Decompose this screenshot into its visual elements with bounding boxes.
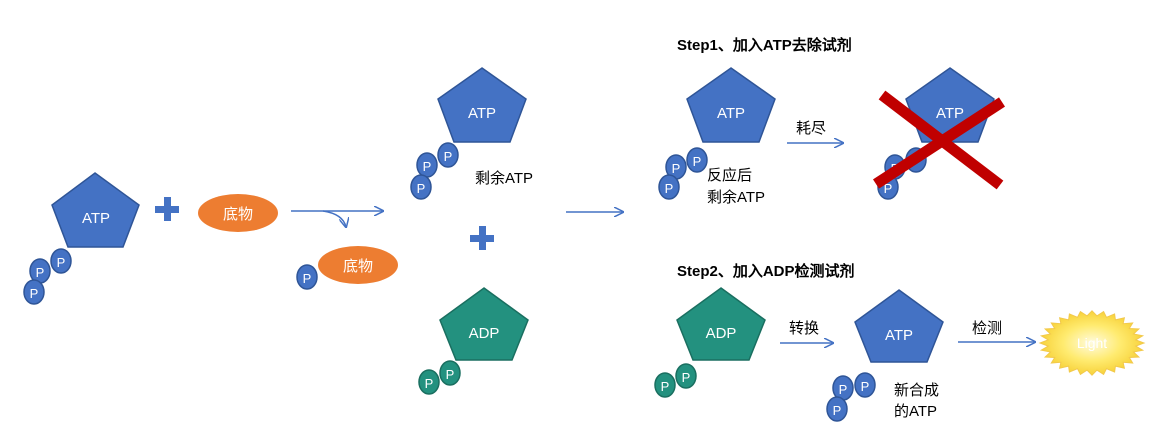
phosphate-chain: P P P (23, 248, 72, 305)
atp-pentagon (437, 67, 527, 143)
light-label: Light (1077, 335, 1107, 351)
phosphate (658, 174, 680, 200)
phosphate (675, 363, 697, 389)
remaining-atp-label: 剩余ATP (475, 169, 533, 187)
phosphate (686, 147, 708, 173)
phosphate-label: P (693, 154, 702, 169)
new-atp-label: 的ATP (894, 403, 937, 420)
phosphate-label: P (417, 181, 426, 196)
phosphate-label: P (30, 286, 39, 301)
phosphate (439, 360, 461, 386)
phosphate (23, 279, 45, 305)
atp-label: ATP (936, 105, 964, 122)
phosphate (296, 264, 318, 290)
convert-label: 转换 (789, 320, 819, 337)
phosphate (826, 396, 848, 422)
phosphate-label: P (446, 367, 455, 382)
step1-atp-molecule: ATP P P P (658, 67, 776, 200)
phosphate (437, 142, 459, 168)
phosphate-label: P (839, 382, 848, 397)
after-reaction-label: 剩余ATP (707, 188, 765, 206)
phosphate-label: P (425, 376, 434, 391)
step2-adp-molecule: ADP P P (654, 287, 766, 398)
atp-pentagon (686, 67, 776, 143)
initial-atp-molecule: ATP P P P (23, 172, 140, 305)
atp-label: ATP (82, 210, 110, 227)
atp-pentagon (51, 172, 140, 248)
phosphate-label: P (661, 379, 670, 394)
remaining-atp-molecule: ATP P P P (410, 67, 527, 200)
step2-title: Step2、加入ADP检测试剂 (677, 262, 855, 280)
phosphate-label: P (665, 181, 674, 196)
adp-pentagon (439, 287, 529, 361)
new-atp-molecule: ATP P P P (826, 289, 944, 422)
plus-icon (155, 197, 179, 221)
phosphate-label: P (672, 161, 681, 176)
phosphate-label: P (36, 265, 45, 280)
new-atp-label: 新合成 (894, 382, 939, 399)
phosphate-label: P (57, 255, 66, 270)
phosphate-label: P (884, 181, 893, 196)
adp-label: ADP (469, 325, 500, 342)
phosphate (410, 174, 432, 200)
adp-label: ADP (706, 325, 737, 342)
phosphate-label: P (682, 370, 691, 385)
atp-pentagon (854, 289, 944, 363)
phosphate-label: P (861, 379, 870, 394)
curved-arrow-icon (322, 210, 346, 227)
step1-title: Step1、加入ATP去除试剂 (677, 36, 852, 54)
atp-label: ATP (468, 105, 496, 122)
phosphate-label: P (423, 159, 432, 174)
after-reaction-label: 反应后 (707, 166, 752, 184)
phospho-substrate: 底物 P (296, 246, 398, 290)
light-burst-icon: Light (1038, 310, 1146, 376)
phosphate-label: P (444, 149, 453, 164)
atp-label: ATP (717, 105, 745, 122)
cross-icon (872, 90, 1006, 190)
phosphate-label: P (303, 271, 312, 286)
adp-molecule: ADP P P (418, 287, 529, 395)
phosphate-label: P (833, 403, 842, 418)
phosphate (418, 369, 440, 395)
consumed-label: 耗尽 (796, 120, 826, 137)
substrate-label: 底物 (223, 206, 253, 223)
atp-label: ATP (885, 327, 913, 344)
phosphate (854, 372, 876, 398)
substrate: 底物 (198, 194, 278, 232)
phosphate (654, 372, 676, 398)
plus-icon (470, 226, 494, 250)
adp-pentagon (676, 287, 766, 361)
detect-label: 检测 (972, 320, 1002, 337)
phosphate (50, 248, 72, 274)
substrate-label: 底物 (343, 258, 373, 275)
